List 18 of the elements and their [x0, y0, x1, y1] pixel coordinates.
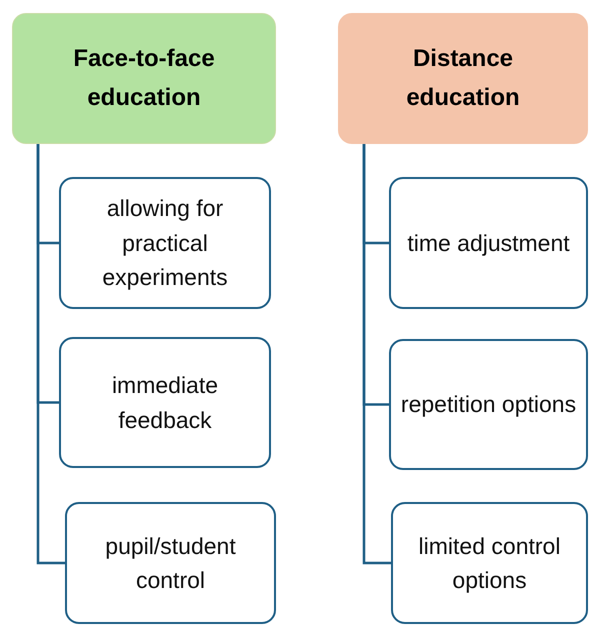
node-label: time adjustment — [407, 228, 570, 258]
node-label: Distance education — [405, 44, 521, 112]
node-label: allowing for practical experiments — [101, 194, 229, 292]
item-box — [389, 177, 588, 309]
node-label: Face-to-face education — [72, 44, 216, 112]
connector-line — [36, 144, 65, 564]
item-box — [65, 502, 276, 624]
item-box — [59, 337, 271, 468]
item-box — [391, 502, 588, 624]
node-label: pupil/student control — [104, 532, 237, 595]
node-label: immediate feedback — [110, 371, 220, 434]
node-label: repetition options — [400, 390, 576, 420]
node-label: limited control options — [418, 532, 562, 595]
header-box — [338, 13, 588, 144]
connector-line — [362, 144, 391, 564]
header-box — [12, 13, 276, 144]
item-box — [389, 339, 588, 470]
item-box — [59, 177, 271, 309]
